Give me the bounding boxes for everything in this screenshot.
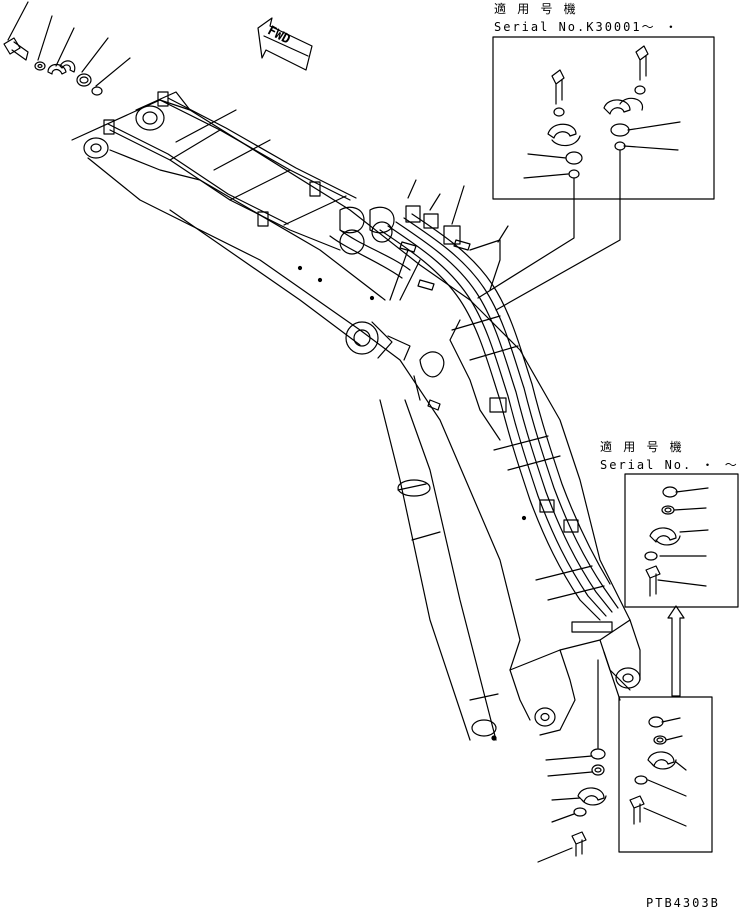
exploded-parts-bottom [537, 651, 621, 863]
inset-box-right-middle [624, 473, 739, 697]
inset-2-serial: Serial No. ・ ～ [600, 458, 739, 472]
exploded-parts-top-left [3, 1, 131, 96]
inset-1-serial: Serial No.K30001～ ・ [494, 20, 679, 34]
inset-box-top-right [477, 36, 715, 311]
upper-pipe-rack [103, 91, 357, 251]
pipe-fittings-mid [339, 179, 509, 411]
inset-1-heading: 適 用 号 機 [494, 2, 578, 16]
inset-2-heading: 適 用 号 機 [600, 440, 684, 454]
boom-structure [71, 91, 641, 736]
hydraulic-hoses [329, 213, 619, 633]
boom-cylinder [379, 399, 499, 741]
figure-code: PTB4303B [646, 896, 720, 910]
inset-box-right-lower [618, 696, 713, 853]
forward-direction-arrow [257, 17, 313, 71]
